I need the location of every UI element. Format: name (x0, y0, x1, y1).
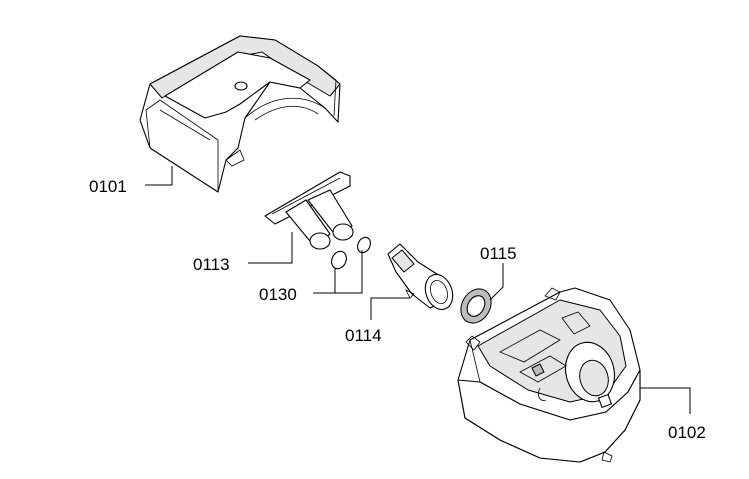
leader-0101 (145, 166, 173, 186)
o-rings-part (331, 236, 371, 270)
leader-lines (145, 166, 691, 414)
label-0114: 0114 (345, 326, 382, 345)
twin-tube-insert-part (264, 171, 354, 250)
leader-0114 (370, 297, 410, 320)
seal-ring-part (460, 288, 492, 324)
leader-0102 (640, 387, 691, 414)
part-labels: 0101 0113 0130 0114 0115 0102 (89, 177, 706, 442)
label-0130: 0130 (259, 285, 297, 304)
top-cover-part (139, 35, 341, 193)
connector-tube-part (387, 243, 454, 311)
base-housing-part (457, 287, 641, 463)
label-0115: 0115 (480, 244, 517, 263)
leader-0130 (313, 250, 363, 294)
label-0101: 0101 (89, 177, 127, 196)
leader-0115 (489, 263, 504, 301)
leader-0113 (248, 232, 293, 264)
label-0102: 0102 (668, 423, 706, 442)
label-0113: 0113 (193, 255, 230, 274)
